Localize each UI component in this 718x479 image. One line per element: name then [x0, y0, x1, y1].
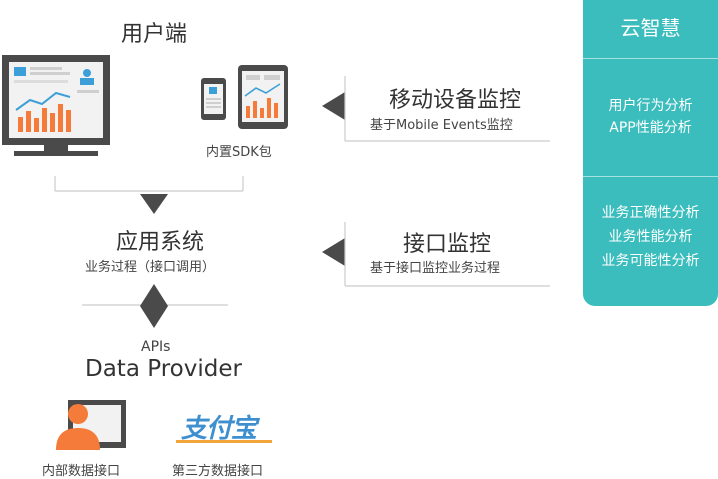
down-arrow-icon	[140, 194, 168, 214]
alipay-logo-underline	[176, 440, 272, 443]
data-provider-title: Data Provider	[85, 356, 242, 382]
alipay-logo: 支付宝	[181, 414, 257, 444]
phone-icon	[201, 78, 226, 120]
client-bracket	[54, 176, 244, 192]
cloud-divider-top	[583, 58, 718, 59]
client-title: 用户端	[121, 22, 188, 47]
cloud-item: 用户行为分析	[608, 98, 693, 114]
apis-label: APIs	[141, 339, 171, 355]
cloud-item: APP性能分析	[609, 120, 692, 136]
app-system-subtitle: 业务过程（接口调用）	[85, 260, 216, 275]
sdk-label: 内置SDK包	[206, 145, 272, 160]
diamond-connector-icon	[140, 284, 168, 328]
mobile-monitor-subtitle: 基于Mobile Events监控	[370, 118, 513, 133]
internal-data-icon	[56, 400, 126, 450]
left-arrow-api-icon	[322, 238, 345, 266]
api-monitor-title: 接口监控	[403, 232, 492, 257]
cloud-item: 业务性能分析	[608, 229, 693, 245]
cloud-item: 业务可能性分析	[601, 253, 700, 269]
left-arrow-mobile-icon	[322, 92, 345, 120]
internal-data-label: 内部数据接口	[42, 464, 121, 479]
app-system-title: 应用系统	[116, 230, 205, 255]
cloud-title: 云智慧	[620, 16, 681, 40]
cloud-divider-middle	[583, 176, 718, 177]
api-monitor-subtitle: 基于接口监控业务过程	[370, 261, 501, 276]
third-party-data-label: 第三方数据接口	[172, 464, 264, 479]
cloud-item: 业务正确性分析	[601, 205, 700, 221]
mobile-monitor-title: 移动设备监控	[389, 88, 522, 113]
cloud-panel: 云智慧 用户行为分析 APP性能分析 业务正确性分析 业务性能分析 业务可能性分…	[583, 0, 718, 306]
desktop-monitor-icon	[2, 55, 110, 156]
tablet-icon	[238, 65, 288, 129]
